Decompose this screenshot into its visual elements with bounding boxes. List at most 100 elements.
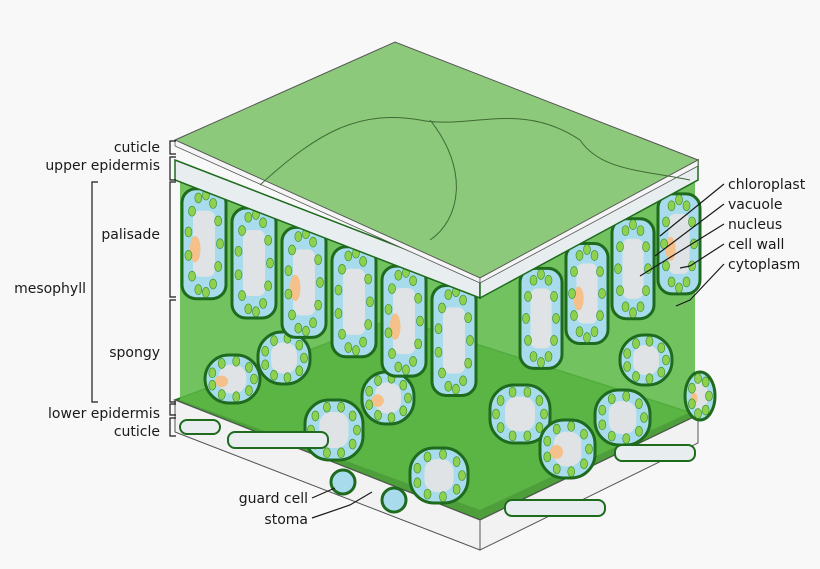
nucleus (549, 444, 564, 459)
chloroplast (188, 270, 196, 282)
left-annotations: cuticle upper epidermis palisade mesophy… (14, 140, 176, 440)
chloroplast (623, 348, 632, 359)
vacuole (443, 307, 465, 374)
chloroplast (544, 351, 553, 362)
nucleus (189, 236, 201, 263)
chloroplast (394, 361, 403, 373)
chloroplast (575, 326, 584, 337)
chloroplast (194, 192, 203, 204)
chloroplast (323, 401, 331, 413)
chloroplast (635, 426, 643, 437)
chloroplast (537, 269, 545, 280)
vacuole (293, 249, 315, 316)
plant-cell (380, 264, 428, 378)
chloroplast (188, 205, 196, 217)
chloroplast (284, 265, 293, 276)
chloroplast (295, 365, 304, 377)
chloroplast (338, 263, 346, 275)
label-lower-epidermis: lower epidermis (48, 406, 160, 422)
chloroplast (550, 291, 558, 302)
chloroplast (642, 285, 650, 297)
chloroplast (402, 364, 410, 376)
chloroplast (523, 386, 532, 398)
chloroplast (364, 273, 372, 285)
chloroplast (232, 391, 241, 403)
chloroplast (568, 288, 576, 299)
chloroplast (374, 410, 382, 421)
chloroplast (245, 362, 253, 373)
chloroplast (261, 345, 270, 357)
chloroplast (300, 352, 308, 364)
vacuole (692, 381, 708, 411)
chloroplast (570, 266, 578, 277)
chloroplast (234, 269, 243, 281)
chloroplast (552, 463, 561, 475)
chloroplast (184, 250, 193, 261)
chloroplast (598, 404, 607, 416)
chloroplast (459, 375, 467, 387)
chloroplast (444, 289, 453, 300)
chloroplast (295, 339, 304, 351)
chloroplast (394, 269, 403, 281)
vacuole (576, 263, 598, 324)
chloroplast (607, 430, 616, 442)
chloroplast (444, 380, 453, 392)
chloroplast (208, 367, 217, 379)
chloroplast (264, 234, 272, 246)
chloroplast (705, 390, 713, 402)
chloroplast (529, 351, 538, 362)
chloroplast (414, 338, 422, 350)
chloroplast (458, 470, 466, 481)
chloroplast (621, 225, 630, 236)
plant-cell (593, 388, 652, 447)
chloroplast (622, 433, 631, 444)
chloroplast (682, 276, 691, 288)
chloroplast (374, 375, 382, 386)
label-mesophyll: mesophyll (14, 281, 86, 297)
lower-epidermis-cell (614, 444, 696, 462)
chloroplast (409, 275, 417, 287)
chloroplast (434, 346, 443, 358)
guard-cell (329, 468, 357, 496)
chloroplast (583, 244, 591, 255)
chloroplast (214, 261, 222, 272)
vacuole (243, 230, 265, 297)
chloroplast (388, 283, 396, 294)
plant-cell (610, 217, 656, 321)
chloroplast (413, 477, 422, 489)
plant-cell (518, 266, 564, 370)
chloroplast (629, 307, 637, 319)
chloroplast (464, 357, 472, 369)
chloroplast (209, 198, 217, 209)
chloroplast (580, 458, 588, 470)
chloroplast (452, 383, 460, 395)
nucleus (289, 274, 301, 302)
chloroplast (701, 404, 710, 416)
chloroplast (529, 274, 538, 286)
chloroplast (413, 462, 422, 474)
chloroplast (348, 410, 357, 422)
chloroplast (399, 379, 408, 391)
chloroplast (288, 244, 296, 256)
chloroplast (523, 430, 532, 442)
plant-cell (408, 446, 470, 505)
chloroplast (337, 447, 345, 459)
chloroplast (688, 382, 696, 394)
chloroplast (662, 354, 670, 366)
plant-cell (330, 245, 378, 359)
chloroplast (270, 370, 278, 381)
chloroplast (238, 290, 246, 301)
nucleus (573, 286, 584, 311)
chloroplast (366, 296, 374, 308)
chloroplast (675, 282, 683, 294)
chloroplast (607, 393, 616, 405)
chloroplast (214, 215, 222, 227)
chloroplast (232, 355, 241, 367)
plant-cell (303, 398, 365, 462)
chloroplast (667, 200, 676, 212)
chloroplast (388, 348, 396, 359)
chloroplast (202, 287, 210, 298)
label-stoma: stoma (264, 512, 308, 528)
chloroplast (567, 421, 576, 432)
